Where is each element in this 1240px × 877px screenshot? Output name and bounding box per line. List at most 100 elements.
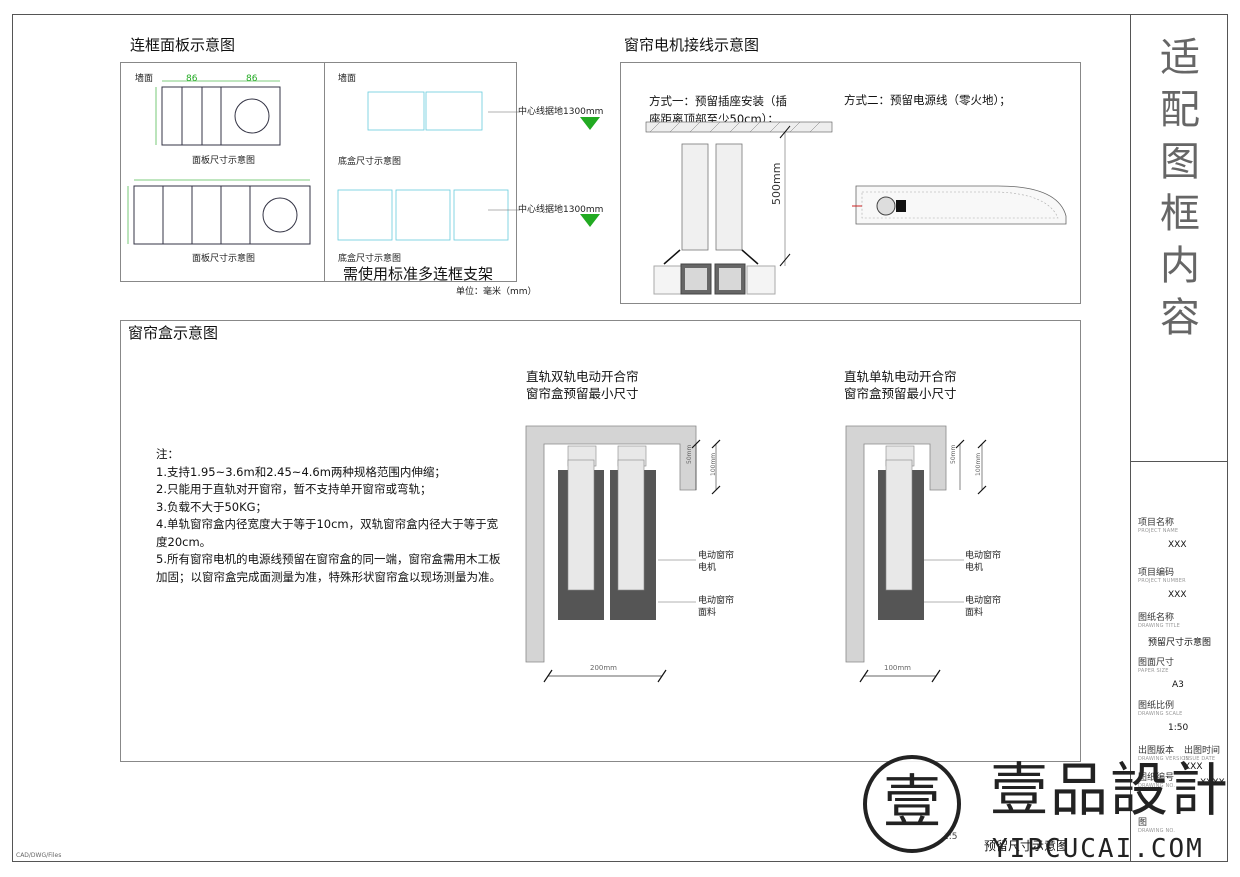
title-field-number: 图纸编号 DRAWING NO.: [1138, 770, 1175, 789]
method-1-line-1: 方式一：预留插座安装（插: [649, 94, 787, 108]
vertical-char-2: 配: [1160, 87, 1200, 133]
brand-seal-icon: [863, 755, 961, 853]
wall-label-right: 墙面: [338, 74, 357, 84]
wall-label-left: 墙面: [135, 74, 154, 84]
brand-url: YIPCUCAI.COM: [992, 834, 1204, 864]
double-fabric-label: 电动窗帘 面料: [698, 595, 734, 619]
note-4: 4.单轨窗帘盒内径宽度大于等于10cm，双轨窗帘盒内径大于等于宽度20cm。: [156, 517, 499, 549]
ceiling-hatch: [645, 121, 833, 133]
centerline-line-1: [488, 111, 520, 113]
double-fabric-label-1: 电动窗帘: [698, 596, 735, 606]
panel-frame-title: 连框面板示意图: [130, 36, 236, 54]
note-3: 3.负载不大于50KG；: [156, 499, 268, 514]
dim-500-label: 500mm: [770, 162, 783, 205]
method-1-drawing: [645, 121, 833, 295]
single-motor-label: 电动窗帘 电机: [965, 550, 1001, 574]
centerline-marker-2-icon: [580, 214, 600, 227]
title-field-drawing-title: 图纸名称 DRAWING TITLE 预留尺寸示意图: [1138, 610, 1226, 648]
motor-right: [715, 143, 743, 251]
panel-size-drawing-1: [155, 80, 281, 146]
brand-name: 壹品設計: [990, 756, 1231, 824]
single-motor-label-1: 电动窗帘: [965, 551, 1002, 561]
socket-4-icon: [746, 265, 776, 295]
dim-50-label-single: 50mm: [950, 444, 957, 464]
dim-100-label-double: 100mm: [710, 452, 717, 476]
dim-50-label-double: 50mm: [686, 444, 693, 464]
motor-right-double: [617, 459, 645, 591]
panel-caption-1: 面板尺寸示意图: [192, 156, 256, 166]
title-field-project-number: 项目编码 PROJECT NUMBER XXX: [1138, 565, 1226, 600]
title-field-date: 出图时间 ISSUE DATE XXX: [1184, 743, 1220, 772]
title-field-drawing-scale: 图纸比例 DRAWING SCALE 1:50: [1138, 698, 1226, 733]
vertical-char-5: 内: [1160, 243, 1200, 289]
single-fabric-label-2: 面料: [965, 608, 984, 618]
version-label: 出图版本: [1138, 746, 1175, 756]
brand-seal-char: 壹: [882, 768, 941, 836]
date-value: XXX: [1184, 762, 1203, 772]
vertical-char-4: 框: [1160, 191, 1200, 237]
date-sub: ISSUE DATE: [1184, 756, 1216, 762]
single-motor-label-2: 电机: [965, 563, 984, 573]
drawing-title-value: 预留尺寸示意图: [1148, 638, 1212, 648]
paper-size-sub: PAPER SIZE: [1138, 668, 1169, 674]
number-value: XXXX: [1200, 778, 1225, 788]
centerline-line-2: [488, 209, 520, 211]
notes-heading: 注：: [156, 447, 179, 461]
single-rail-drawing: [845, 425, 987, 683]
sheet-label: 图: [1138, 818, 1148, 828]
double-motor-label-1: 电动窗帘: [698, 551, 735, 561]
title-block-divider: [1130, 14, 1131, 862]
vertical-title: 适 配 图 框 内 容: [1150, 32, 1210, 344]
footer-file-label: CAD/DWG/Files: [16, 852, 62, 859]
centerline-label-2: 中心线据地1300mm: [518, 205, 604, 215]
motor-left-double: [567, 459, 595, 591]
single-rail-title: 直轨单轨电动开合帘 窗帘盒预留最小尺寸: [844, 368, 957, 402]
motor-cable-icon: [876, 196, 896, 216]
socket-1-icon: [653, 265, 683, 295]
project-number-label: 项目编码: [1138, 568, 1175, 578]
panel-caption-2: 面板尺寸示意图: [192, 254, 256, 264]
title-field-sheet: 图 DRAWING NO.: [1138, 815, 1175, 834]
bracket-note: 需使用标准多连框支架: [343, 265, 494, 283]
paper-size-label: 图面尺寸: [1138, 658, 1175, 668]
number-label: 图纸编号: [1138, 773, 1175, 783]
version-sub: DRAWING VERSION: [1138, 756, 1190, 762]
centerline-label-1: 中心线据地1300mm: [518, 107, 604, 117]
title-block-separator: [1130, 461, 1228, 462]
project-name-label: 项目名称: [1138, 518, 1175, 528]
project-name-value: XXX: [1168, 540, 1187, 550]
single-rail-title-1: 直轨单轨电动开合帘: [844, 369, 957, 384]
note-1: 1.支持1.95~3.6m和2.45~4.6m两种规格范围内伸缩；: [156, 464, 446, 479]
paper-size-value: A3: [1172, 680, 1184, 690]
vertical-char-6: 容: [1160, 295, 1200, 341]
dim-100-label-single: 100mm: [884, 664, 911, 672]
drawing-scale-label: 图纸比例: [1138, 701, 1175, 711]
footer-drawing-title: 预留尺寸示意图: [984, 839, 1069, 853]
dim-86-b: 86: [246, 74, 258, 84]
single-fabric-label: 电动窗帘 面料: [965, 595, 1001, 619]
vertical-char-3: 图: [1160, 139, 1200, 185]
date-label: 出图时间: [1184, 746, 1221, 756]
double-motor-label-2: 电机: [698, 563, 717, 573]
drawing-scale-value: 1:50: [1168, 723, 1189, 733]
drawing-title-label: 图纸名称: [1138, 613, 1175, 623]
double-rail-title-2: 窗帘盒预留最小尺寸: [526, 386, 639, 401]
double-rail-title: 直轨双轨电动开合帘 窗帘盒预留最小尺寸: [526, 368, 639, 402]
dim-86-a: 86: [186, 74, 198, 84]
method-2-text: 方式二：预留电源线（零火地）；: [844, 93, 1011, 107]
double-fabric-label-2: 面料: [698, 608, 717, 618]
project-name-sub: PROJECT NAME: [1138, 528, 1179, 534]
double-rail-title-1: 直轨双轨电动开合帘: [526, 369, 639, 384]
back-box-drawing-2: [337, 189, 509, 241]
drawing-title-sub: DRAWING TITLE: [1138, 623, 1181, 629]
panel-frame-box: [120, 62, 517, 282]
note-2: 2.只能用于直轨对开窗帘，暂不支持单开窗帘或弯轨；: [156, 482, 432, 496]
dim-200-label: 200mm: [590, 664, 617, 672]
title-field-paper-size: 图面尺寸 PAPER SIZE A3: [1138, 655, 1226, 690]
sheet-sub: DRAWING NO.: [1138, 828, 1176, 834]
double-motor-label: 电动窗帘 电机: [698, 550, 734, 574]
footer-page-number: 1:5: [943, 832, 958, 842]
single-fabric-label-1: 电动窗帘: [965, 596, 1002, 606]
panel-frame-drawing: [127, 80, 509, 245]
motor-left: [681, 143, 709, 251]
